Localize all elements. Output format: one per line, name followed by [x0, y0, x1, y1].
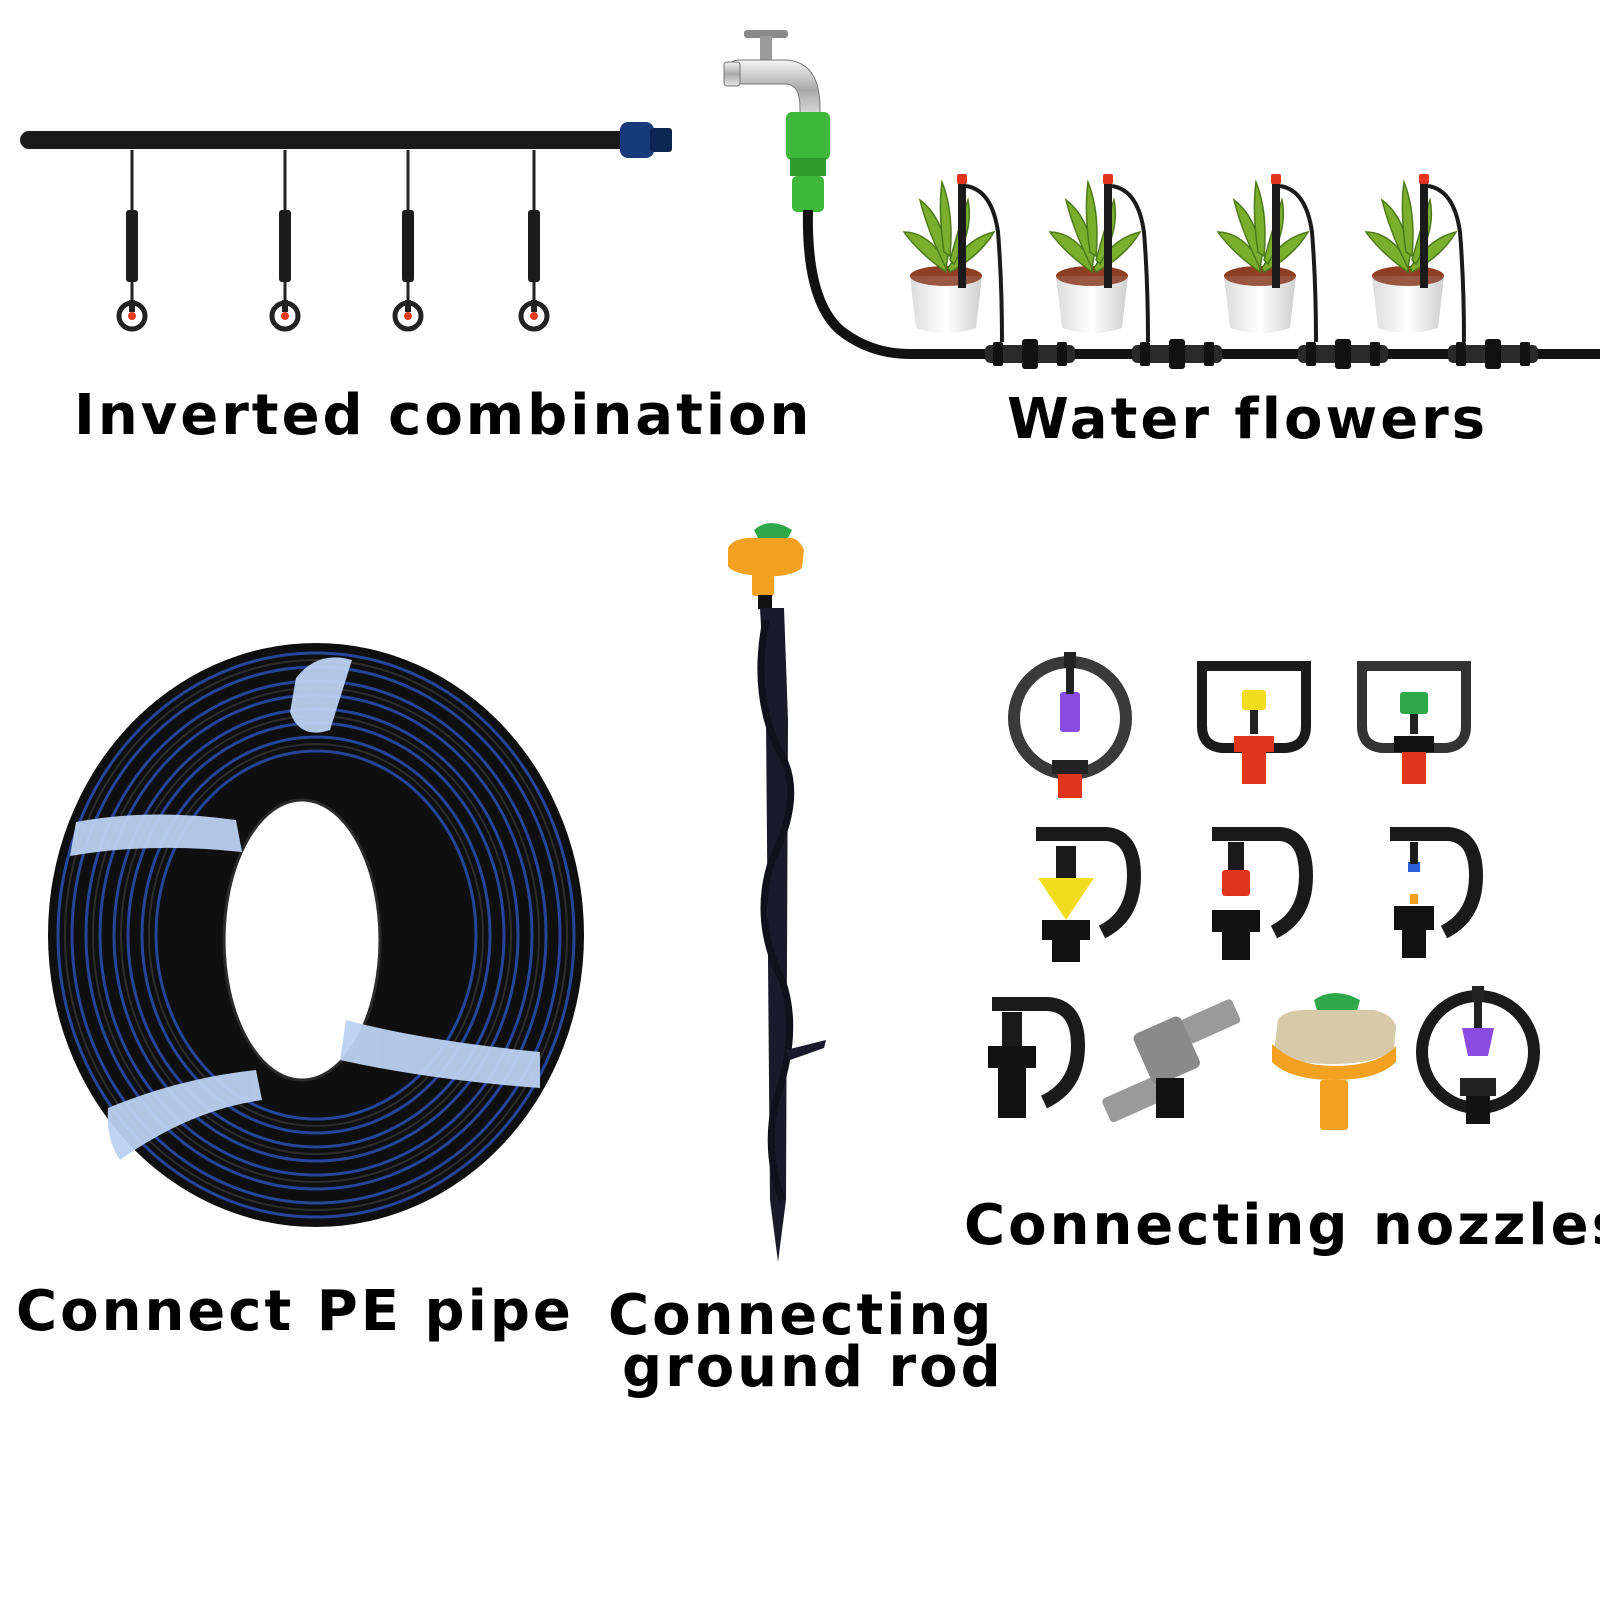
- water-flowers-figure: [723, 30, 1600, 369]
- caption-inverted-combination: Inverted combination: [74, 383, 813, 448]
- caption-connecting-nozzles: Connecting nozzles: [964, 1193, 1600, 1258]
- nozzles-figure: [988, 652, 1540, 1130]
- potted-plant-icon: [1216, 172, 1318, 344]
- caption-ground-rod-line-1: Connecting: [608, 1283, 995, 1348]
- caption-water-flowers: Water flowers: [1007, 387, 1489, 452]
- hose-connector: [786, 112, 830, 212]
- nozzle-icon: [1197, 661, 1311, 784]
- ground-rod-icon: [728, 523, 826, 1262]
- potted-plant-icon: [1364, 172, 1466, 344]
- tee-connector: [985, 339, 1075, 369]
- inverted-sprinkler-icon: [272, 150, 298, 329]
- inverted-sprinkler-icon: [119, 150, 145, 329]
- main-pipe: [20, 131, 632, 149]
- tee-connector: [1298, 339, 1388, 369]
- inverted-sprinkler-icon: [395, 150, 421, 329]
- coil-center-hole: [224, 800, 380, 1080]
- nozzle-icon: [1357, 661, 1471, 784]
- tee-connector: [1132, 339, 1222, 369]
- inverted-combination-figure: [20, 122, 672, 329]
- nozzle-icon: [1036, 827, 1142, 962]
- nozzle-icon: [1008, 652, 1132, 798]
- caption-connect-pe-pipe: Connect PE pipe: [16, 1279, 574, 1344]
- pe-pipe-coil-icon: [48, 643, 584, 1227]
- supply-hose: [802, 209, 1600, 359]
- nozzle-icon: [1416, 986, 1540, 1124]
- nozzle-icon: [1212, 827, 1314, 960]
- nozzle-icon: [1272, 993, 1396, 1130]
- tee-connector: [1448, 339, 1538, 369]
- nozzle-icon: [1390, 827, 1484, 958]
- potted-plant-icon: [902, 172, 1004, 344]
- coil-straps: [70, 657, 540, 1160]
- nozzle-icon: [1102, 999, 1241, 1123]
- pipe-end-connector: [620, 122, 654, 158]
- inverted-sprinkler-icon: [521, 150, 547, 329]
- potted-plant-icon: [1048, 172, 1150, 344]
- caption-ground-rod-line-2: ground rod: [622, 1335, 1004, 1400]
- nozzle-icon: [988, 997, 1086, 1118]
- faucet-icon: [723, 30, 821, 121]
